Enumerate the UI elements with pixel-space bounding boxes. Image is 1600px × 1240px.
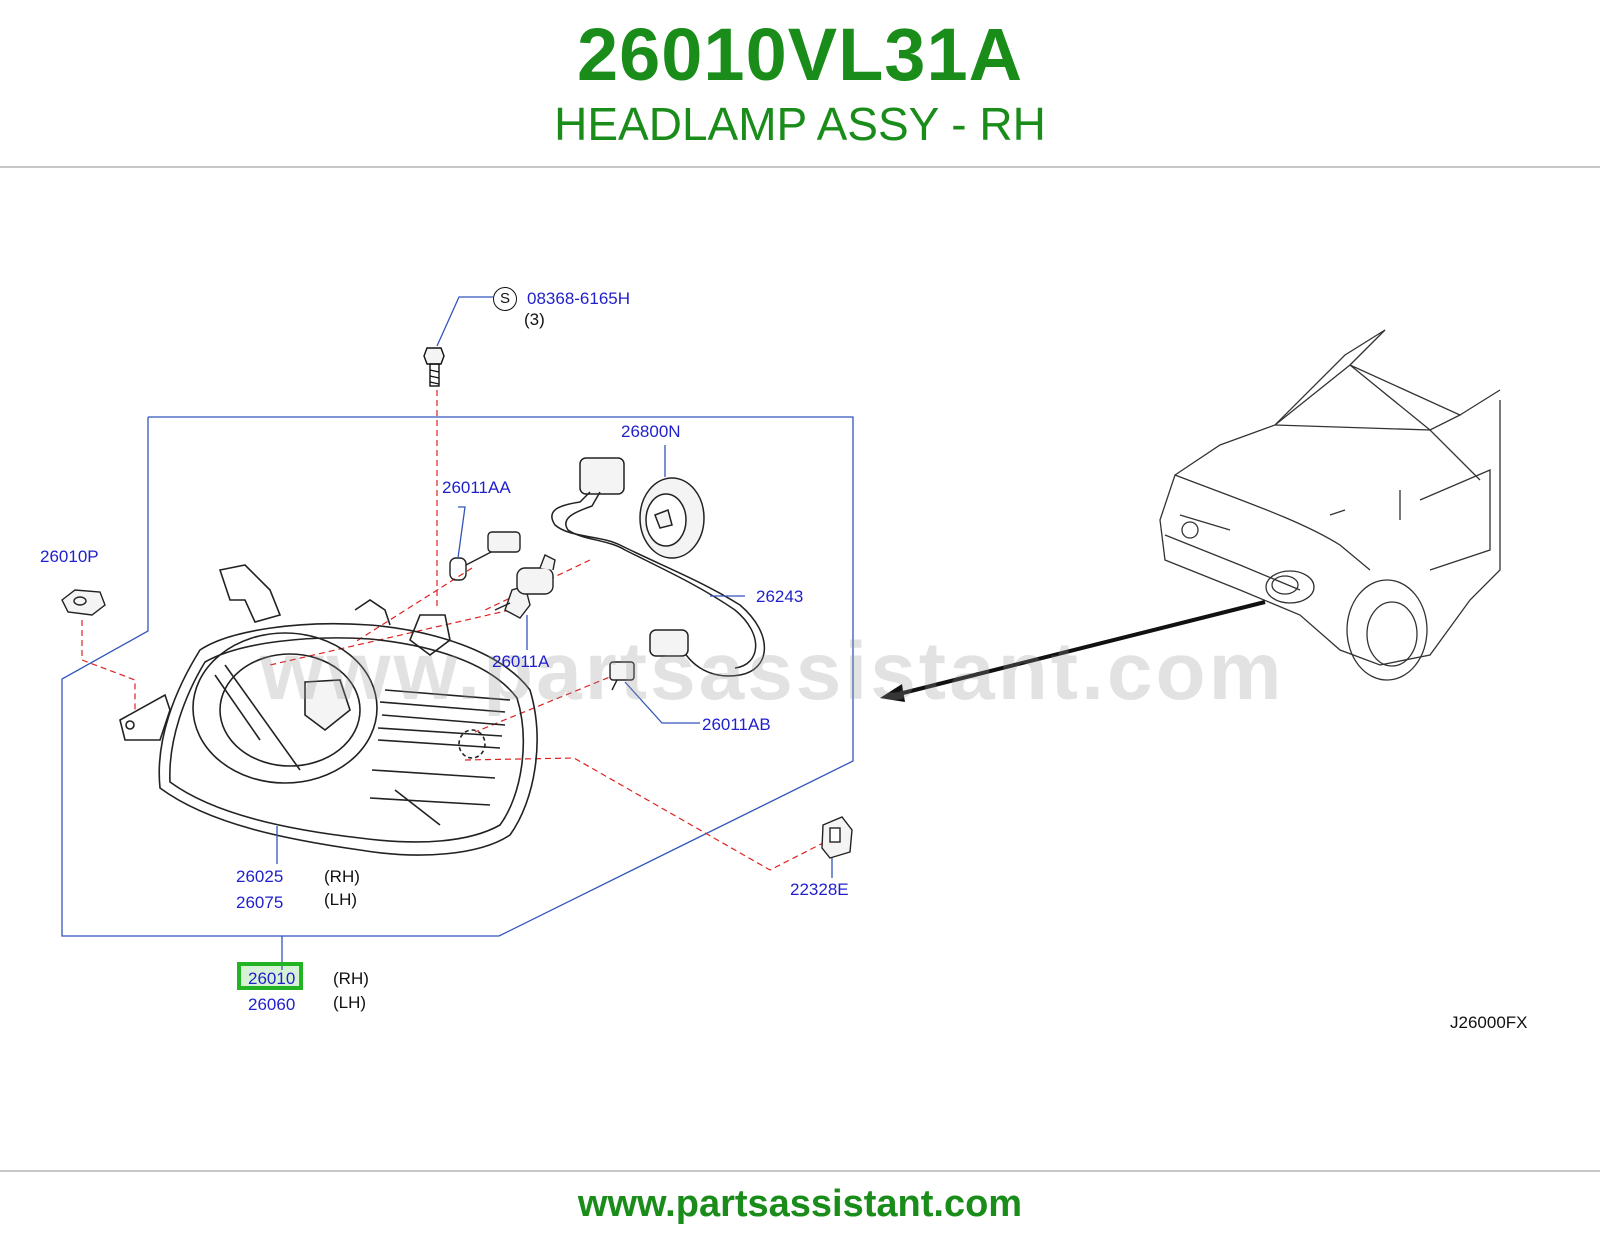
callout-26010-side: (RH) [333,969,369,988]
arrow-head-icon [880,684,905,702]
vehicle-icon [1159,329,1501,681]
clip-icon [821,816,853,859]
callout-26025-side: (RH) [324,867,360,886]
callout-26075[interactable]: 26075 [236,893,284,912]
bulb-ab-leader [624,681,700,724]
figure-code: J26000FX [1450,1013,1528,1032]
callout-26075-side: (LH) [324,890,358,909]
callout-screw-qty: (3) [524,310,545,329]
bulb-aa-leader [457,506,466,559]
small-bulb-icon [449,531,521,581]
side-bulb-icon [609,661,635,691]
callout-26060[interactable]: 26060 [248,995,296,1014]
screw-icon [423,347,445,387]
bracket-icon [61,589,106,616]
callout-26800n[interactable]: 26800N [621,422,681,441]
footer-url[interactable]: www.partsassistant.com [577,1183,1023,1225]
socket-icon [639,477,705,559]
headlamp-icon [119,564,538,856]
callout-26011aa[interactable]: 26011AA [442,478,511,497]
callout-26010[interactable]: 26010 [248,969,296,988]
wire-harness-icon [551,457,766,677]
callout-26243[interactable]: 26243 [756,587,804,606]
footer-divider [0,1170,1600,1172]
highlighted-part-box [237,962,303,990]
callout-26011ab[interactable]: 26011AB [702,715,771,734]
main-bulb-icon [494,554,556,619]
header-divider [0,166,1600,168]
screw-symbol: S [493,287,517,311]
watermark: www.partsassistant.com [260,626,1285,717]
callout-08368-6165h[interactable]: 08368-6165H [527,289,631,308]
callout-26011a[interactable]: 26011A [492,652,550,671]
callout-26060-side: (LH) [333,993,367,1012]
location-arrow [894,600,1266,697]
callout-26010p[interactable]: 26010P [40,547,99,566]
parts-diagram: www.partsassistant.com S 08368-6165H (3)… [0,270,1600,1070]
part-number-title: 26010VL31A [576,13,1024,96]
assembly-frame [61,416,854,937]
screw-leader [436,296,493,347]
callout-22328e[interactable]: 22328E [790,880,849,899]
diagram-drawing [61,296,1501,970]
dashed-leaders [81,390,830,871]
part-description: HEADLAMP ASSY - RH [554,98,1046,150]
callout-26025[interactable]: 26025 [236,867,284,886]
